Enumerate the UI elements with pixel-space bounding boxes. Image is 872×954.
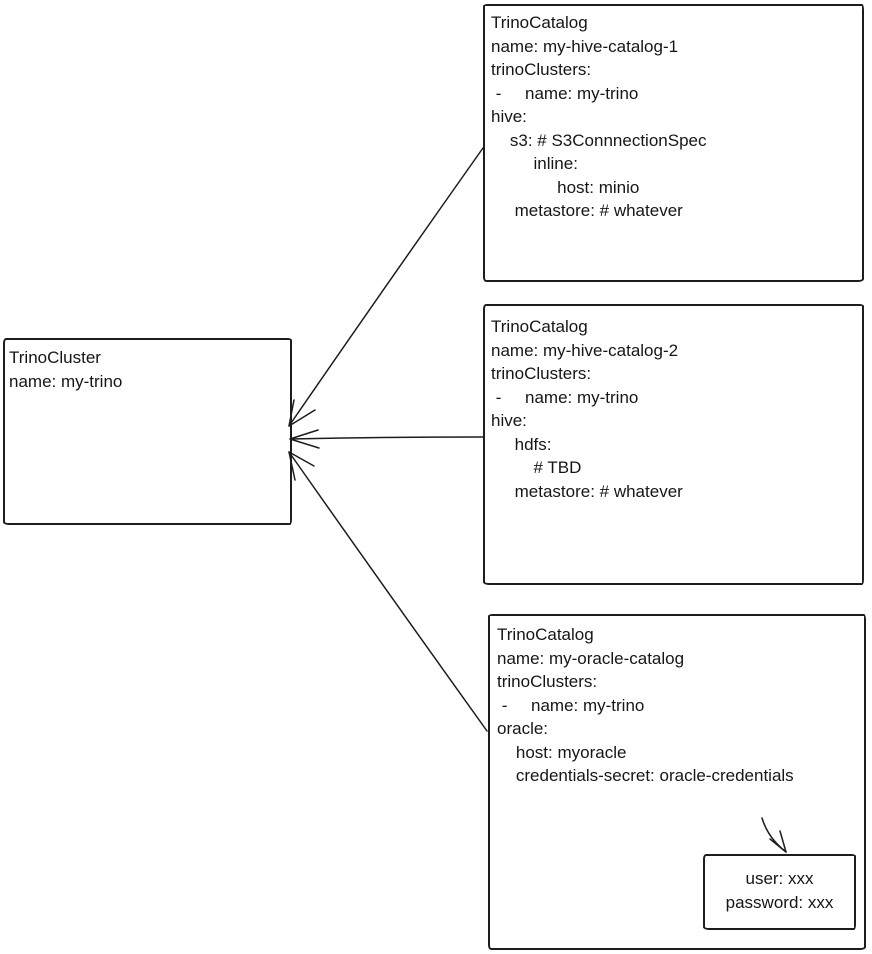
trino-catalog-box-hive-1: TrinoCatalog name: my-hive-catalog-1 tri… xyxy=(483,4,864,282)
credentials-secret-box: user: xxx password: xxx xyxy=(703,854,856,930)
trino-catalog-box-oracle: TrinoCatalog name: my-oracle-catalog tri… xyxy=(488,614,866,950)
credentials-secret-text: user: xxx password: xxx xyxy=(725,869,834,912)
trino-catalog-oracle-text: TrinoCatalog name: my-oracle-catalog tri… xyxy=(497,625,794,785)
trino-cluster-text: TrinoCluster name: my-trino xyxy=(9,348,123,391)
trino-catalog-hive-2-text: TrinoCatalog name: my-hive-catalog-2 tri… xyxy=(491,317,683,501)
arrowhead-catalog2-to-cluster-icon xyxy=(289,429,320,449)
trino-cluster-box: TrinoCluster name: my-trino xyxy=(3,338,292,525)
connector-line-catalog2-to-cluster xyxy=(289,436,484,440)
connector-line-catalog1-to-cluster xyxy=(288,147,484,427)
connector-line-catalog3-to-cluster xyxy=(288,451,488,732)
trino-catalog-box-hive-2: TrinoCatalog name: my-hive-catalog-2 tri… xyxy=(483,304,864,585)
trino-catalog-hive-1-text: TrinoCatalog name: my-hive-catalog-1 tri… xyxy=(491,13,707,220)
arrowhead-catalog1-to-cluster-icon xyxy=(288,399,316,427)
arrowhead-catalog3-to-cluster-icon xyxy=(288,451,315,481)
